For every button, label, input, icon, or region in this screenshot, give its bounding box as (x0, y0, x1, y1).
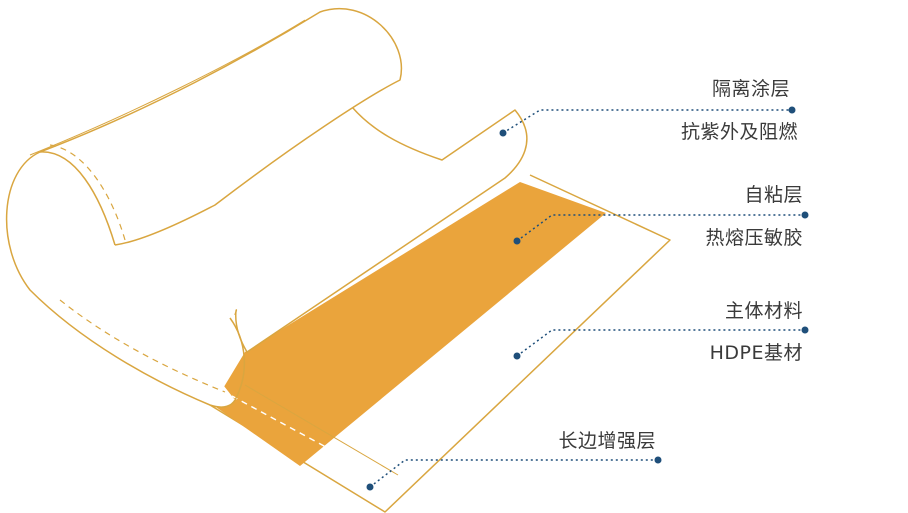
leader-reinforcement (366, 456, 662, 491)
label-adhesive-sub: 热熔压敏胶 (705, 227, 803, 249)
leader-release-coating (499, 106, 796, 137)
release-film-fold (229, 317, 246, 401)
roll-inner-curve (39, 151, 116, 246)
leader-hdpe (513, 326, 809, 360)
adhesive-layer-band (213, 182, 606, 466)
edge-reinforcement-line (244, 384, 399, 476)
roll-dashed-seam (49, 144, 126, 241)
roll-body-outline (39, 7, 403, 246)
roll-top-edge (29, 19, 306, 156)
label-hdpe-sub: HDPE基材 (709, 342, 803, 364)
leader-adhesive (513, 211, 809, 245)
label-release-coating: 隔离涂层 (711, 78, 790, 100)
label-adhesive: 自粘层 (744, 184, 803, 206)
release-film-outline (234, 106, 528, 353)
roll-dashed-seam-lower (59, 299, 226, 393)
label-reinforcement: 长边增强层 (558, 430, 656, 452)
label-hdpe: 主体材料 (724, 300, 803, 322)
roll-end-curve (5, 151, 236, 408)
label-release-coating-sub: 抗紫外及阻燃 (680, 121, 798, 143)
